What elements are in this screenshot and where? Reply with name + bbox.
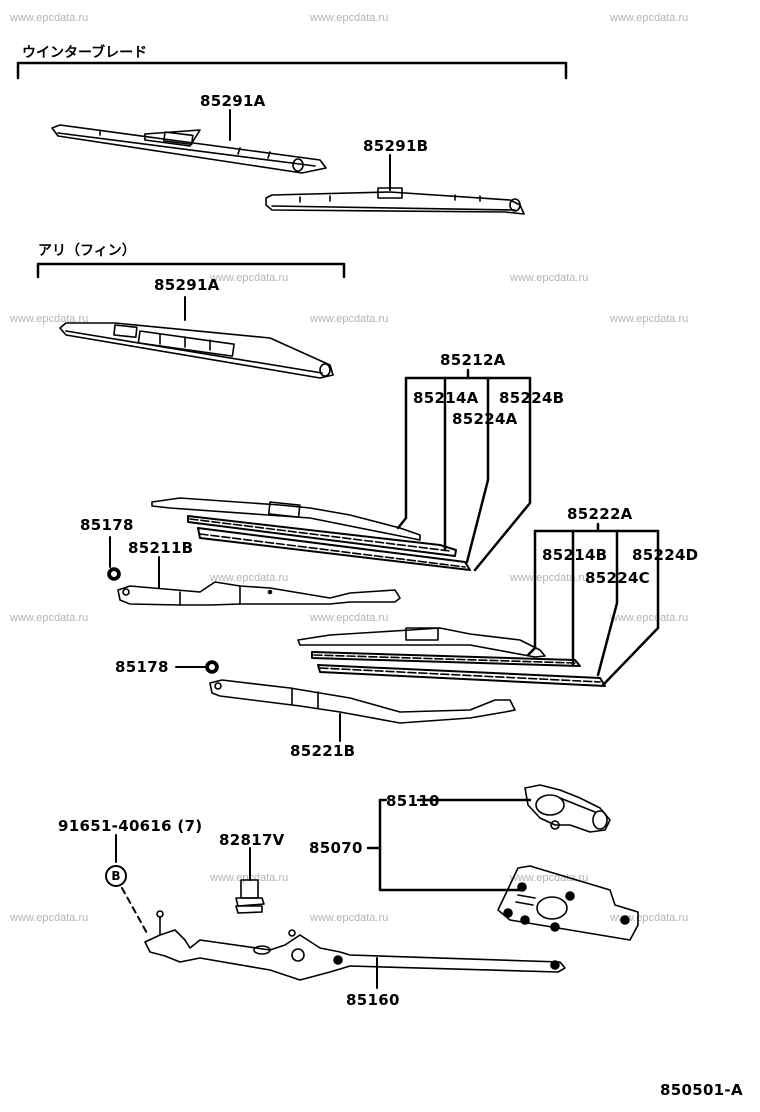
part-label-91651-40616[interactable]: 91651-40616 (7) [58, 817, 203, 835]
part-label-85160[interactable]: 85160 [346, 991, 400, 1009]
part-label-85178-lower[interactable]: 85178 [115, 658, 169, 676]
group-header-winter-blade: ウインターブレード [22, 45, 148, 61]
part-label-85224C[interactable]: 85224C [585, 569, 650, 587]
figure-code: 850501-A [660, 1081, 743, 1099]
arm-85211B [107, 536, 401, 606]
leader-91651 [115, 834, 149, 936]
part-label-85222A[interactable]: 85222A [567, 505, 633, 523]
part-label-85214B[interactable]: 85214B [542, 546, 608, 564]
part-label-85224D[interactable]: 85224D [632, 546, 699, 564]
arm-85221B [175, 660, 516, 742]
group-header-with-fin: アリ（フィン） [38, 243, 136, 259]
part-label-85212A[interactable]: 85212A [440, 351, 506, 369]
leader-85070 [366, 798, 532, 892]
part-label-85070[interactable]: 85070 [309, 839, 363, 857]
part-label-85291A-winter[interactable]: 85291A [200, 92, 266, 110]
bracket-plate-85070 [497, 865, 639, 941]
blade-assembly-85222A [297, 627, 606, 687]
part-label-85178-upper[interactable]: 85178 [80, 516, 134, 534]
part-label-85224A[interactable]: 85224A [452, 410, 518, 428]
reference-marker-b: B [105, 865, 127, 887]
linkage-85160 [144, 910, 566, 989]
part-label-85110[interactable]: 85110 [386, 792, 440, 810]
blade-assembly-85212A [151, 497, 471, 571]
winter-blade-85291B [265, 154, 525, 215]
part-label-85224B[interactable]: 85224B [499, 389, 565, 407]
part-label-82817V[interactable]: 82817V [219, 831, 285, 849]
part-label-85221B[interactable]: 85221B [290, 742, 356, 760]
clip-82817V [235, 847, 265, 914]
part-label-85214A[interactable]: 85214A [413, 389, 479, 407]
fin-blade-bracket [36, 262, 346, 279]
winter-blade-85291A [51, 109, 327, 174]
leader-85212A [396, 368, 532, 572]
part-label-85211B[interactable]: 85211B [128, 539, 194, 557]
part-label-85291A-fin[interactable]: 85291A [154, 276, 220, 294]
winter-blade-bracket [16, 61, 568, 80]
part-label-85291B[interactable]: 85291B [363, 137, 429, 155]
wiper-motor-85110 [524, 784, 611, 833]
fin-blade-85291A [59, 296, 334, 379]
